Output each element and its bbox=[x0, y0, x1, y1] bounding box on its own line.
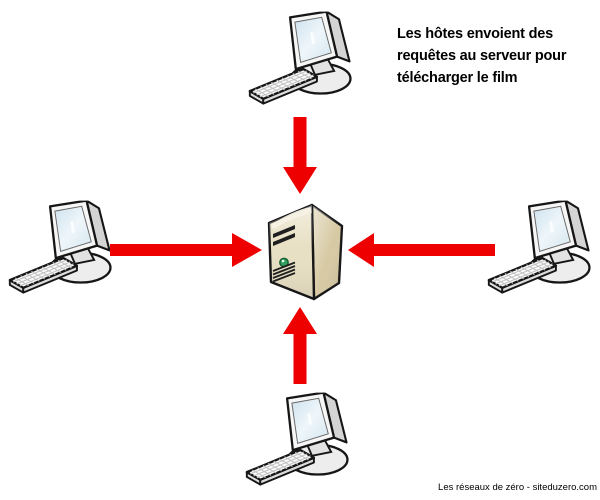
server-drive-slot bbox=[273, 233, 295, 246]
server-node bbox=[259, 201, 347, 303]
credit-text: Les réseaux de zéro - siteduzero.com bbox=[438, 482, 597, 493]
computer-icon bbox=[243, 392, 358, 489]
host-computer-left bbox=[6, 200, 121, 297]
computer-icon bbox=[485, 200, 600, 297]
computer-icon bbox=[6, 200, 121, 297]
arrow-right-host-to-server bbox=[346, 231, 495, 269]
annotation-line: télécharger le film bbox=[397, 70, 518, 86]
annotation-text: Les hôtes envoient des requêtes au serve… bbox=[397, 23, 597, 89]
server-drive-slot bbox=[273, 225, 295, 238]
computer-icon bbox=[246, 11, 361, 108]
arrow-top-host-to-server bbox=[280, 117, 320, 195]
red-arrow-left-icon bbox=[348, 233, 495, 267]
arrow-bottom-host-to-server bbox=[280, 304, 320, 384]
red-arrow-up-icon bbox=[283, 307, 317, 384]
host-computer-top bbox=[246, 11, 361, 108]
red-arrow-right-icon bbox=[110, 233, 262, 267]
arrow-left-host-to-server bbox=[110, 231, 265, 269]
host-computer-bottom bbox=[243, 392, 358, 489]
server-led-highlight bbox=[281, 259, 285, 263]
red-arrow-down-icon bbox=[283, 117, 317, 194]
annotation-line: requêtes au serveur pour bbox=[397, 48, 567, 64]
server-vents bbox=[272, 261, 296, 283]
server-top-bevel bbox=[271, 207, 312, 229]
host-computer-right bbox=[485, 200, 600, 297]
annotation-line: Les hôtes envoient des bbox=[397, 26, 553, 42]
server-tower-icon bbox=[267, 203, 344, 301]
